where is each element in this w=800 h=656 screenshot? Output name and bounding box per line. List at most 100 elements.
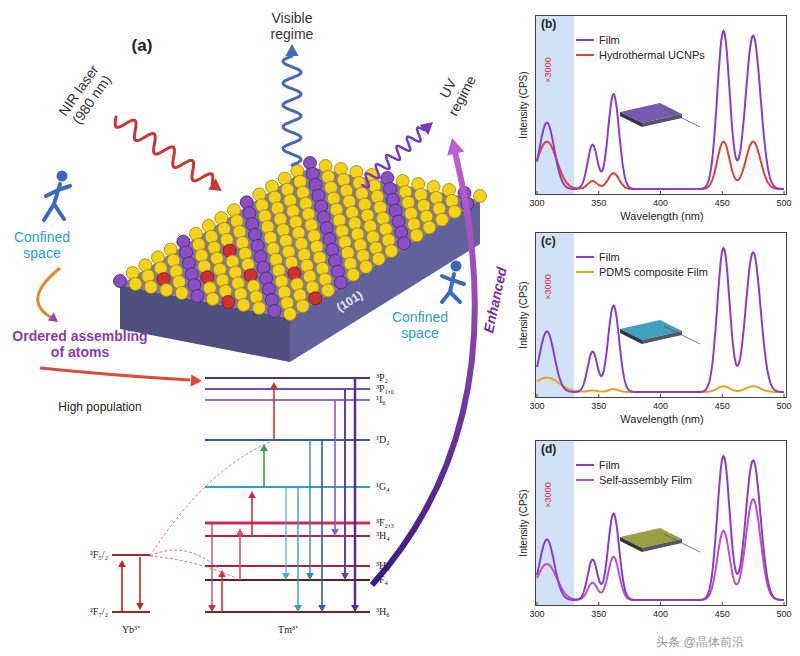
inset-film xyxy=(620,329,642,344)
atom xyxy=(398,237,411,250)
atom xyxy=(114,275,127,288)
level-label: ²F₇/₂ xyxy=(90,606,108,618)
annotation: Confined space xyxy=(6,229,78,261)
energy-level xyxy=(112,611,150,613)
atom xyxy=(372,252,385,265)
atom xyxy=(436,213,449,226)
tick-label: 500 xyxy=(776,609,791,619)
beam-label: UV regime xyxy=(429,62,481,121)
arrow-head xyxy=(341,573,349,580)
level-label: ³F₂,₃ xyxy=(376,517,394,529)
transition-arrow xyxy=(354,378,357,605)
transition-arrow xyxy=(251,498,253,536)
transition-arrow xyxy=(285,487,286,573)
panel-label: (b) xyxy=(541,18,556,32)
energy-transfer xyxy=(150,556,236,578)
legend-row: PDMS composite Film xyxy=(576,266,708,278)
transition-arrow xyxy=(139,557,141,603)
level-label: ¹I₆ xyxy=(376,394,386,406)
energy-level xyxy=(205,377,370,379)
legend-row: Film xyxy=(576,459,620,471)
beam-label: NIR laser (980 nm) xyxy=(49,53,121,137)
atom xyxy=(175,287,188,300)
atom xyxy=(253,302,266,315)
atom xyxy=(129,278,142,291)
atom xyxy=(284,308,297,321)
tick-label: 450 xyxy=(715,609,730,619)
arrow-head xyxy=(294,605,302,612)
transition-arrow xyxy=(263,451,265,487)
arrow-head xyxy=(118,560,126,567)
legend-text: Hydrothermal UCNPs xyxy=(599,49,705,61)
arrow-head xyxy=(282,573,290,580)
level-label: ²F₅/₂ xyxy=(90,549,108,561)
legend-row: Film xyxy=(576,34,620,46)
person-body xyxy=(442,274,464,302)
atom xyxy=(296,300,309,313)
legend-line xyxy=(576,256,594,258)
axis-title: Wavelength (nm) xyxy=(620,413,703,426)
legend-text: Film xyxy=(599,34,620,46)
legend-text: PDMS composite Film xyxy=(599,266,708,278)
person-icon xyxy=(44,171,70,221)
tick-label: 350 xyxy=(591,609,606,619)
atom xyxy=(410,229,423,242)
spectrum-curve xyxy=(537,378,784,392)
person-icon xyxy=(442,261,464,303)
watermark: 头条 @晶体前沿 xyxy=(656,636,744,650)
transition-arrow xyxy=(321,440,323,605)
arrow-head xyxy=(306,573,314,580)
atom xyxy=(206,293,219,306)
axis-title: Intensity (CPS) xyxy=(518,281,530,348)
atom xyxy=(334,276,347,289)
arrow-head xyxy=(285,44,298,56)
spectrum-curve xyxy=(537,31,784,189)
curved-arrow xyxy=(38,268,60,318)
tick-label: 350 xyxy=(591,401,606,411)
beam-label: Visible regime xyxy=(257,10,327,42)
level-label: ³H₆ xyxy=(376,606,390,618)
scale-note: ×3000 xyxy=(543,57,553,82)
scale-note: ×3000 xyxy=(543,274,553,299)
atom xyxy=(385,245,398,258)
level-label: ¹G₄ xyxy=(376,481,390,493)
transition-arrow xyxy=(309,440,310,573)
spectrum-curve xyxy=(537,142,784,189)
legend-row: Hydrothermal UCNPs xyxy=(576,49,705,61)
arrow-head xyxy=(351,605,359,612)
level-label: ¹D₂ xyxy=(376,434,390,446)
person-body xyxy=(44,184,70,220)
atom xyxy=(448,205,461,218)
enhanced-arrow xyxy=(372,152,475,585)
legend-text: Film xyxy=(599,251,620,263)
axis-title: Wavelength (nm) xyxy=(620,210,703,223)
inset-pointer xyxy=(664,326,700,344)
legend-text: Film xyxy=(599,459,620,471)
chart-frame: (c)FilmPDMS composite Film xyxy=(535,232,787,398)
inset-pointer xyxy=(664,109,700,127)
transition-arrow xyxy=(239,535,241,580)
uv-region xyxy=(536,441,574,605)
panel-label: (d) xyxy=(541,443,556,457)
energy-transfer xyxy=(150,442,270,556)
tick-label: 300 xyxy=(529,401,544,411)
arrow-head xyxy=(136,603,144,610)
arrow-head xyxy=(331,529,339,536)
scale-note: ×3000 xyxy=(543,482,553,507)
curved-arrow xyxy=(40,368,190,380)
level-label: ³P₂ xyxy=(376,372,388,384)
arrow-head xyxy=(48,313,58,322)
atom xyxy=(222,296,235,309)
level-label: ³P₁,₀ xyxy=(376,383,394,395)
transition-arrow xyxy=(344,389,346,573)
chart-frame: (d)FilmSelf-assembly Film xyxy=(535,440,787,606)
arrow-head xyxy=(208,605,216,612)
tick-label: 350 xyxy=(591,198,606,208)
arrow-label: Enhanced xyxy=(480,266,510,335)
tick-label: 500 xyxy=(776,198,791,208)
arrow-head xyxy=(191,374,202,386)
atom xyxy=(322,284,335,297)
tick-label: 500 xyxy=(776,401,791,411)
energy-transfer xyxy=(150,550,218,568)
ion-label: Tm³⁺ xyxy=(278,624,298,636)
